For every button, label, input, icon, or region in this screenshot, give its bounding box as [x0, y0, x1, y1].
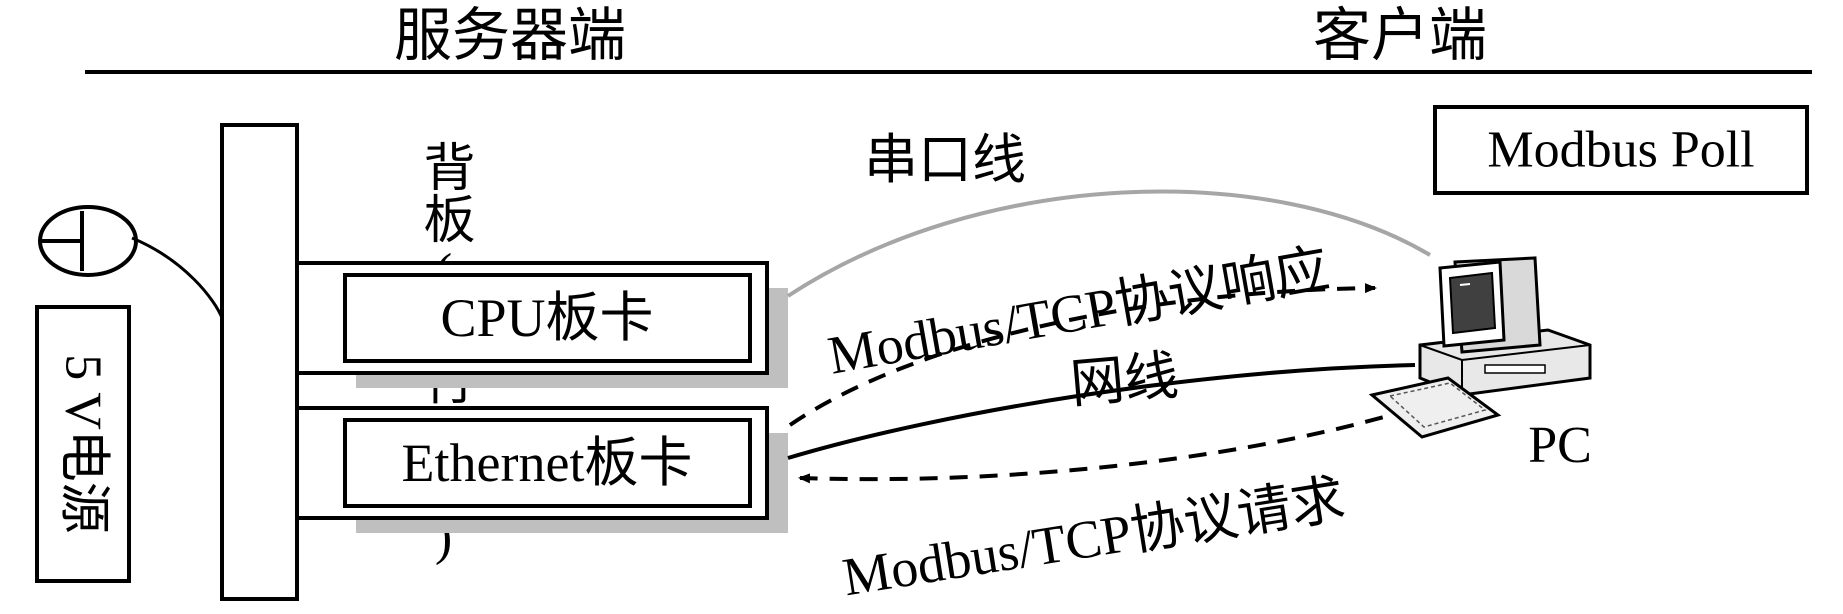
cpu-card-label: CPU板卡	[440, 288, 653, 348]
power-supply-box	[35, 305, 131, 583]
pc-label: PC	[1528, 417, 1592, 474]
modbus-poll-label: Modbus Poll	[1487, 122, 1754, 179]
plug-icon	[38, 205, 138, 277]
cpu-card-inner	[343, 273, 752, 363]
response-arrow	[788, 283, 1377, 427]
serial-cable-label: 串口线	[864, 130, 1026, 190]
request-label: Modbus/TCP协议请求	[839, 469, 1349, 608]
ethernet-card-inner	[343, 418, 752, 508]
request-arrow	[798, 398, 1441, 484]
power-cord	[131, 236, 224, 319]
server-side-header: 服务器端	[394, 3, 626, 68]
power-supply-label: 5 V电源	[55, 354, 112, 534]
serial-cable	[786, 189, 1432, 298]
network-cable-label: 网线	[1068, 345, 1181, 414]
pc-icon	[1368, 256, 1592, 439]
modbus-poll-box	[1433, 105, 1809, 195]
network-cable	[787, 363, 1416, 460]
ethernet-card-label: Ethernet板卡	[402, 433, 693, 493]
client-side-header: 客户端	[1313, 3, 1487, 68]
